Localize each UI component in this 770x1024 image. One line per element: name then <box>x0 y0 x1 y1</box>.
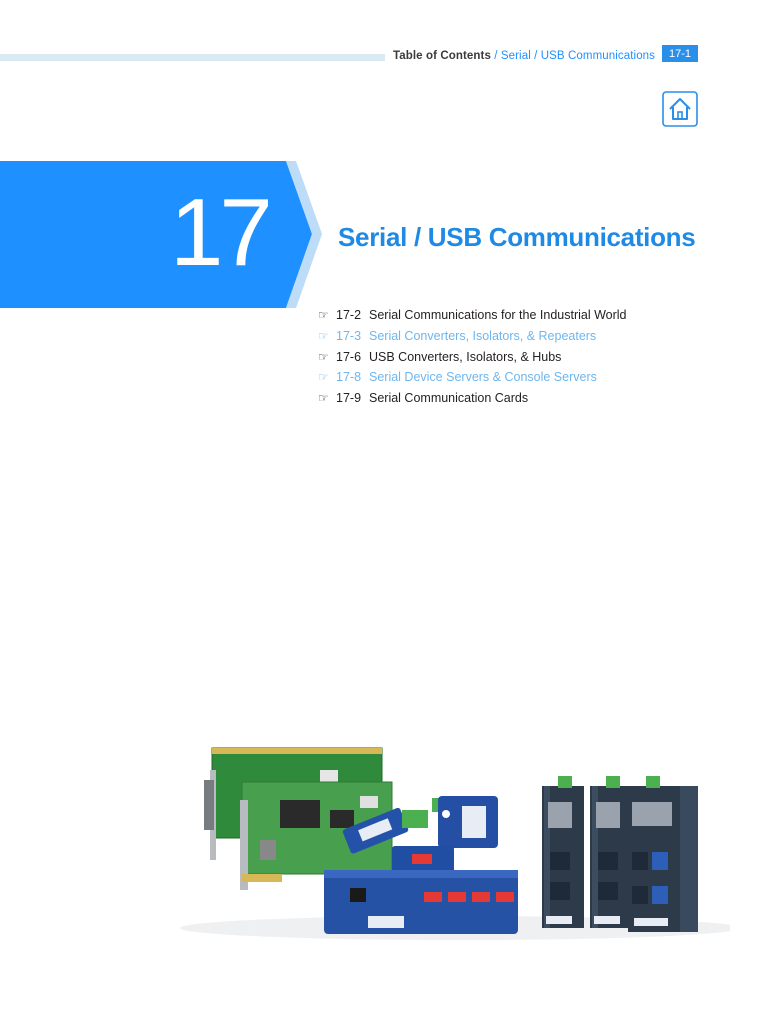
breadcrumb: Table of Contents / Serial / USB Communi… <box>393 50 655 62</box>
toc-page: 17-2 <box>336 308 362 323</box>
toc-item[interactable]: ☞ 17-3 Serial Converters, Isolators, & R… <box>318 326 627 347</box>
pointing-hand-icon: ☞ <box>318 308 329 323</box>
toc-page: 17-8 <box>336 370 362 385</box>
device-server-2 <box>590 776 634 928</box>
page-number-badge: 17-1 <box>662 45 698 62</box>
usb-adapter <box>392 846 454 876</box>
home-icon <box>662 91 698 127</box>
toc-item[interactable]: ☞ 17-6 USB Converters, Isolators, & Hubs <box>318 346 627 367</box>
header-rule <box>0 54 385 61</box>
chapter-number: 17 <box>170 179 273 286</box>
breadcrumb-current: Serial / USB Communications <box>500 50 656 62</box>
pointing-hand-icon: ☞ <box>318 370 329 385</box>
serial-isolator <box>342 807 409 854</box>
pointing-hand-icon: ☞ <box>318 349 329 364</box>
home-button[interactable] <box>662 91 698 127</box>
pointing-hand-icon: ☞ <box>318 329 329 344</box>
toc-item[interactable]: ☞ 17-2 Serial Communications for the Ind… <box>318 305 627 326</box>
chapter-banner <box>0 161 322 308</box>
terminal-block <box>402 810 428 828</box>
toc-label: USB Converters, Isolators, & Hubs <box>369 349 562 364</box>
product-photo <box>180 747 730 940</box>
breadcrumb-separator: / <box>490 50 501 62</box>
device-server-1 <box>542 776 584 928</box>
device-server-3 <box>628 776 698 932</box>
toc-item[interactable]: ☞ 17-8 Serial Device Servers & Console S… <box>318 367 627 388</box>
usb-hub <box>324 870 518 934</box>
toc-page: 17-6 <box>336 349 362 364</box>
toc-label: Serial Device Servers & Console Servers <box>369 370 597 385</box>
toc-link[interactable]: Table of Contents <box>393 50 491 62</box>
toc-label: Serial Communication Cards <box>369 391 529 406</box>
usb-converter-box <box>438 796 498 848</box>
toc-page: 17-3 <box>336 329 362 344</box>
toc-list: ☞ 17-2 Serial Communications for the Ind… <box>318 305 627 408</box>
chapter-title: Serial / USB Communications <box>338 222 696 252</box>
pci-card-front <box>240 781 393 890</box>
toc-item[interactable]: ☞ 17-9 Serial Communication Cards <box>318 388 627 409</box>
toc-label: Serial Converters, Isolators, & Repeater… <box>369 329 597 344</box>
toc-label: Serial Communications for the Industrial… <box>369 308 627 323</box>
pointing-hand-icon: ☞ <box>318 391 329 406</box>
toc-page: 17-9 <box>336 391 362 406</box>
